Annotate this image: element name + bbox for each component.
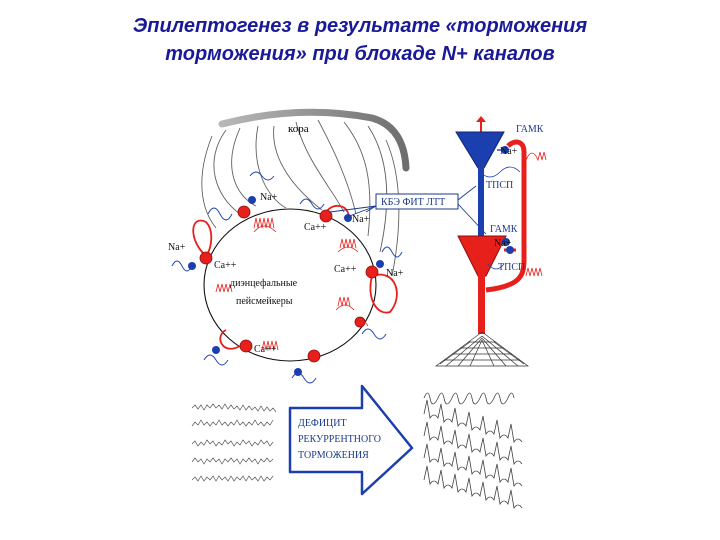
neuron-red: [239, 339, 253, 353]
red-neurons: [199, 205, 379, 363]
ion-labels: Na+ Na+ Na+ Na+ Ca++ Ca++ Ca++ Ca++: [168, 192, 404, 355]
neuron-red: [199, 251, 213, 265]
epileptic-eeg-traces: [423, 392, 523, 510]
arrow-line-3: ТОРМОЖЕНИЯ: [298, 450, 369, 461]
na-label: Na+: [260, 192, 278, 203]
neuron-red: [237, 205, 251, 219]
ca-label: Ca++: [304, 222, 327, 233]
pacemaker-label-line1: диэнцефальные: [230, 278, 298, 289]
na-top-label: Na+: [500, 146, 518, 157]
na-label: Na+: [352, 214, 370, 225]
neuron-blue: [294, 368, 302, 376]
neuron-red: [365, 265, 379, 279]
na-label: Na+: [386, 268, 404, 279]
ipsp-bottom-label: ТПСП: [498, 262, 525, 273]
ca-label: Ca++: [334, 264, 357, 275]
mechanism-label: КБЭ ФИТ ЛТТ: [381, 197, 445, 208]
deficit-arrow: ДЕФИЦИТ РЕКУРРЕНТНОГО ТОРМОЖЕНИЯ: [288, 384, 414, 496]
ca-label: Ca++: [254, 344, 277, 355]
title-line-1: Эпилептогенез в результате «торможения: [132, 15, 588, 37]
thalamic-loop: Na+ Na+ Na+ Na+ Ca++ Ca++ Ca++ Ca++ диэн…: [168, 171, 404, 384]
gaba-bottom-label: ГАМК: [490, 224, 518, 235]
pacemaker-label-line2: пейсмейкеры: [236, 296, 293, 307]
title-line-2: торможения» при блокаде N+ каналов: [165, 43, 555, 65]
blue-axon: [478, 166, 484, 236]
slide-title: Эпилептогенез в результате «торможения т…: [0, 12, 720, 68]
spike-bursts: [215, 217, 369, 351]
cortex-region: кора: [201, 108, 410, 277]
input-terminal: [476, 116, 486, 122]
arrow-line-2: РЕКУРРЕНТНОГО: [298, 434, 381, 445]
na-label: Na+: [168, 242, 186, 253]
slow-waves: [171, 171, 403, 384]
cortex-label: кора: [288, 123, 309, 135]
mechanism-connector: КБЭ ФИТ ЛТТ: [329, 185, 487, 235]
ca-label: Ca++: [214, 260, 237, 271]
normal-eeg-traces: [191, 403, 277, 482]
neuron-circuit: ГАМК Na+ ТПСП ГАМК Na+ ТПСП: [434, 116, 547, 367]
neuron-blue: [248, 196, 256, 204]
circuit-labels: ГАМК Na+ ТПСП ГАМК Na+ ТПСП: [486, 124, 544, 273]
dendritic-net: [434, 331, 530, 367]
cortex-arc: [218, 108, 410, 172]
circuit-waveforms: [479, 151, 547, 277]
mechanism-box: [375, 193, 459, 210]
pacemaker-ring: [203, 208, 377, 362]
red-neuron-body: [457, 235, 507, 277]
ipsp-top-label: ТПСП: [486, 180, 513, 191]
arrow-shape: [288, 384, 414, 496]
gaba-top-label: ГАМК: [516, 124, 544, 135]
na-bottom-label: Na+: [494, 238, 512, 249]
thalamocortical-fibers: [201, 119, 400, 277]
neuron-blue: [376, 260, 384, 268]
red-axon: [478, 274, 485, 334]
neuron-red: [319, 209, 333, 223]
neuron-blue: [212, 346, 220, 354]
recurrent-collateral: [485, 139, 527, 293]
arrow-line-1: ДЕФИЦИТ: [298, 418, 347, 429]
blue-neuron-body: [455, 131, 505, 169]
neuron-red: [307, 349, 321, 363]
